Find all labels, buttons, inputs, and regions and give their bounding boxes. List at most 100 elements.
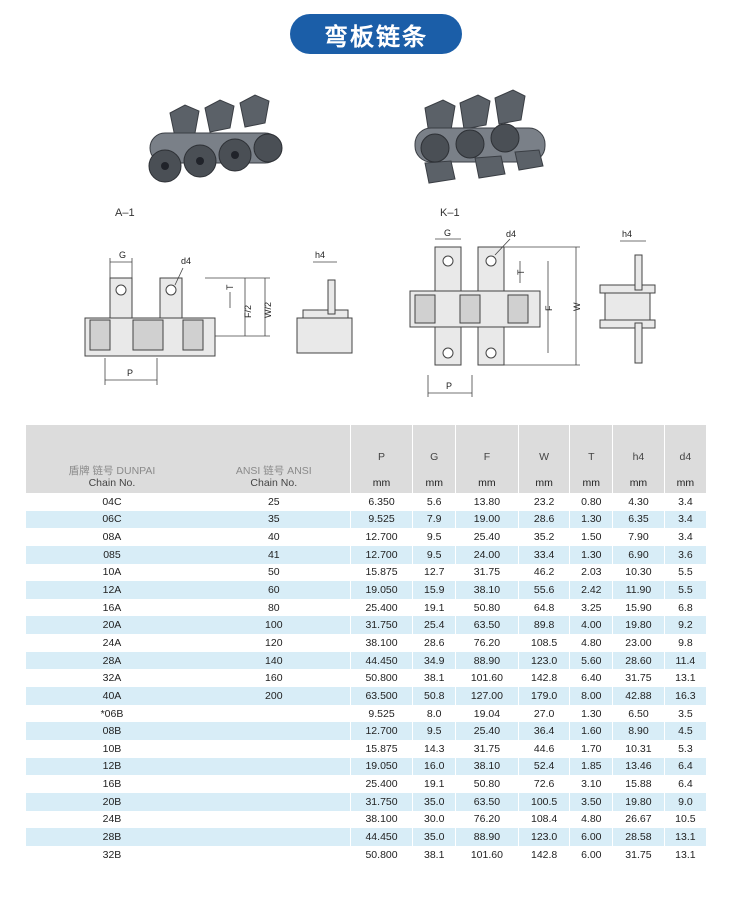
table-cell: 9.5: [412, 545, 456, 564]
table-cell: 23.00: [612, 634, 665, 652]
table-cell: 9.5: [412, 722, 456, 740]
table-cell: 41: [197, 545, 351, 564]
table-cell: 6.8: [663, 598, 706, 617]
table-cell: 50.80: [455, 598, 519, 617]
table-cell: 13.1: [663, 828, 706, 846]
column-header: d4 mm: [663, 425, 706, 493]
table-cell: 08A: [26, 528, 198, 546]
table-cell: [197, 704, 351, 723]
dim-t-label: T: [225, 284, 235, 290]
table-cell: 4.30: [612, 493, 665, 511]
table-cell: 5.5: [663, 563, 706, 582]
table-cell: 1.30: [569, 545, 613, 564]
table-cell: 179.0: [517, 687, 570, 705]
table-cell: 0.80: [569, 493, 613, 511]
table-cell: 64.8: [517, 598, 570, 617]
table-cell: 50: [197, 563, 351, 582]
table-cell: 38.100: [349, 810, 413, 829]
table-cell: 1.50: [569, 528, 613, 546]
table-cell: 6.00: [569, 845, 613, 864]
table-cell: 38.10: [455, 581, 519, 599]
table-cell: 3.50: [569, 792, 613, 811]
table-cell: 200: [197, 687, 351, 705]
table-cell: 5.3: [663, 739, 706, 758]
column-header-main: T: [588, 451, 595, 463]
column-header-main: W: [539, 451, 550, 463]
chain-photo-a1: [148, 94, 283, 183]
table-cell: 10A: [26, 563, 198, 582]
table-cell: 28.58: [612, 828, 665, 846]
dim-h4-label: h4: [315, 250, 325, 260]
table-cell: 63.50: [455, 792, 519, 811]
diagram-k1: G d4 P T F W h4: [409, 228, 656, 397]
table-cell: 88.90: [455, 651, 519, 670]
table-cell: 28B: [26, 828, 198, 846]
table-cell: 9.525: [349, 510, 413, 529]
table-cell: 101.60: [455, 669, 519, 688]
table-cell: 100.5: [517, 792, 570, 811]
table-cell: 38.100: [349, 634, 413, 652]
table-cell: 38.1: [412, 845, 456, 864]
column-header-main: Chain No.: [250, 477, 298, 489]
table-cell: 33.4: [517, 545, 570, 564]
column-header-main: d4: [679, 451, 692, 463]
table-cell: [197, 757, 351, 776]
table-cell: 30.0: [412, 810, 456, 829]
table-cell: 15.88: [612, 775, 665, 793]
table-cell: 44.450: [349, 828, 413, 846]
table-cell: 31.75: [612, 845, 665, 864]
table-cell: 19.050: [349, 581, 413, 599]
column-unit: mm: [478, 477, 496, 489]
table-cell: 19.1: [412, 775, 456, 793]
table-cell: 10.30: [612, 563, 665, 582]
table-cell: 9.525: [349, 704, 413, 723]
table-cell: 31.75: [455, 563, 519, 582]
table-cell: 9.8: [663, 634, 706, 652]
table-cell: 9.2: [663, 616, 706, 635]
table-cell: 26.67: [612, 810, 665, 829]
table-cell: 12.700: [349, 722, 413, 740]
dim-g-label: G: [119, 250, 126, 260]
table-cell: 04C: [26, 493, 198, 511]
column-header-main: P: [378, 451, 386, 463]
column-header-main: h4: [632, 451, 645, 463]
column-unit: mm: [535, 477, 553, 489]
dim-w-label: W: [572, 302, 582, 311]
table-cell: 2.03: [569, 563, 613, 582]
table-cell: 15.875: [349, 739, 413, 758]
table-cell: 23.2: [517, 493, 570, 511]
table-cell: 38.10: [455, 757, 519, 776]
diagram-label-a1: A–1: [115, 207, 135, 219]
table-cell: 100: [197, 616, 351, 635]
table-cell: 3.25: [569, 598, 613, 617]
table-cell: 5.5: [663, 581, 706, 599]
table-cell: 19.050: [349, 757, 413, 776]
table-cell: 19.04: [455, 704, 519, 723]
dim-d4-label: d4: [506, 229, 516, 239]
table-cell: 25.400: [349, 775, 413, 793]
table-cell: 123.0: [517, 828, 570, 846]
table-cell: 31.750: [349, 616, 413, 635]
table-cell: 44.6: [517, 739, 570, 758]
column-unit: mm: [676, 477, 695, 489]
table-cell: 142.8: [517, 845, 570, 864]
table-cell: 127.00: [455, 687, 519, 705]
page-title: 弯板链条: [290, 14, 462, 54]
table-cell: 15.9: [412, 581, 456, 599]
table-cell: 6.4: [663, 775, 706, 793]
table-cell: 4.80: [569, 810, 613, 829]
